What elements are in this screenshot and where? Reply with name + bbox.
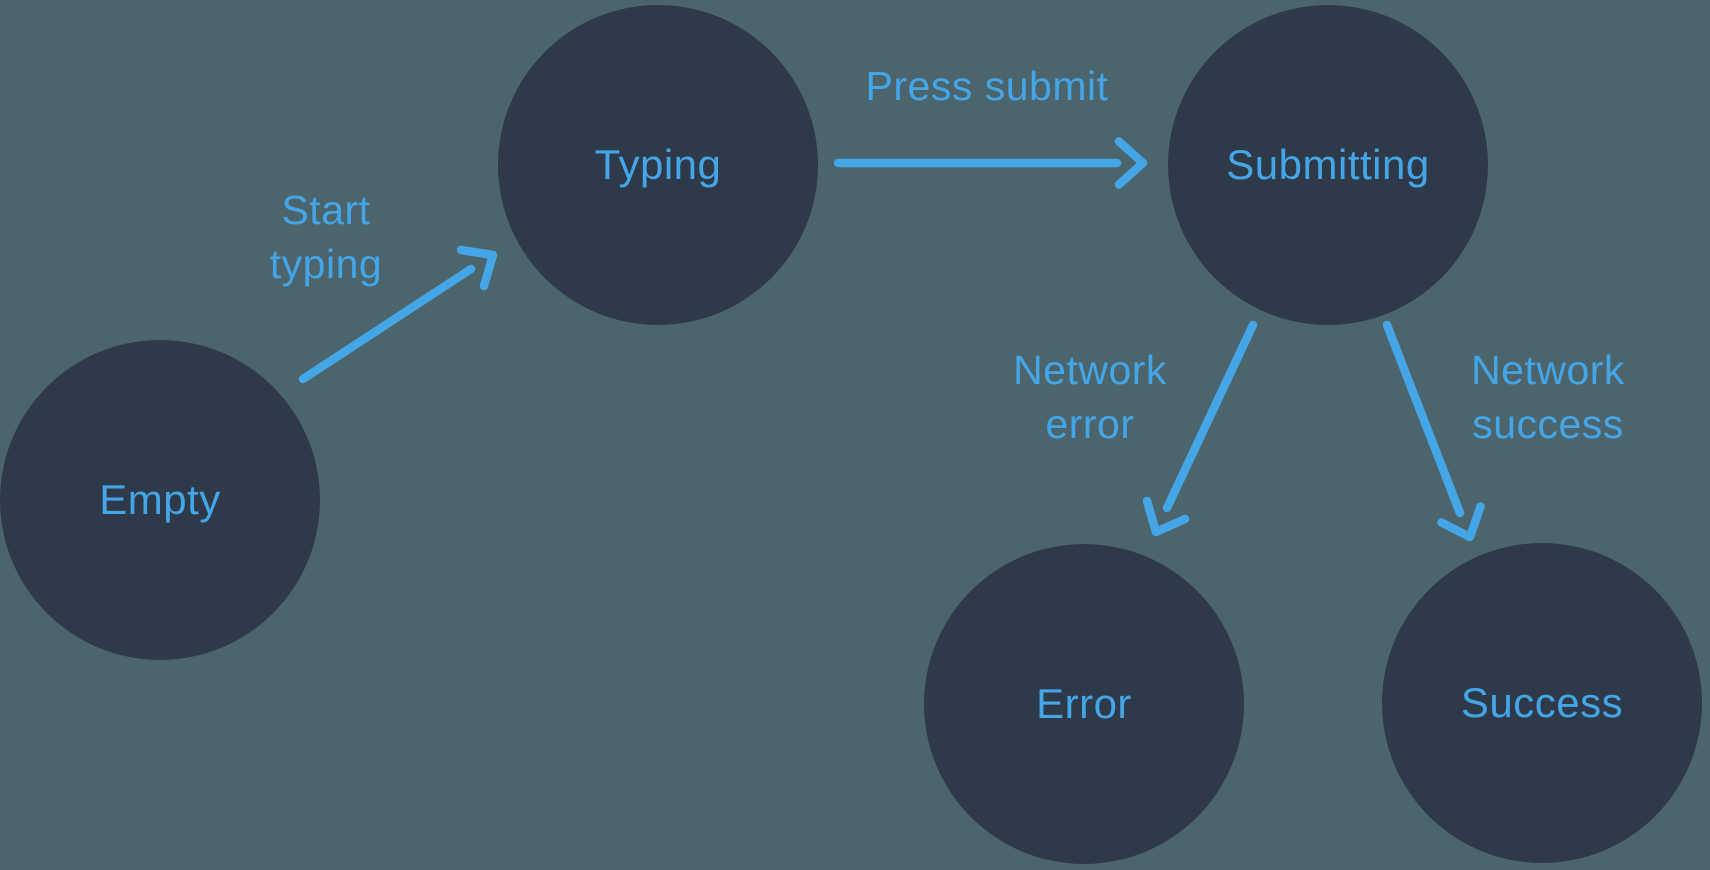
edge-label-network-success: Network success bbox=[1471, 346, 1625, 447]
state-node-error: Error bbox=[924, 544, 1244, 864]
state-node-empty: Empty bbox=[0, 340, 320, 660]
state-node-label: Error bbox=[1036, 680, 1132, 727]
edge-arrow-press-submit bbox=[833, 137, 1148, 189]
state-node-label: Submitting bbox=[1226, 141, 1430, 188]
edge-label-start-typing: Start typing bbox=[269, 186, 383, 287]
edge-arrow-start-typing bbox=[298, 245, 498, 384]
state-node-label: Empty bbox=[99, 476, 221, 523]
edge-label-press-submit: Press submit bbox=[865, 62, 1109, 109]
state-node-success: Success bbox=[1382, 543, 1702, 863]
edge-label-network-error: Network error bbox=[1013, 346, 1167, 447]
state-node-label: Success bbox=[1460, 679, 1624, 726]
edge-arrow-network-error bbox=[1142, 320, 1258, 537]
edge-arrow-network-success bbox=[1382, 320, 1485, 542]
state-node-submitting: Submitting bbox=[1168, 5, 1488, 325]
state-node-typing: Typing bbox=[498, 5, 818, 325]
state-node-label: Typing bbox=[594, 141, 722, 188]
